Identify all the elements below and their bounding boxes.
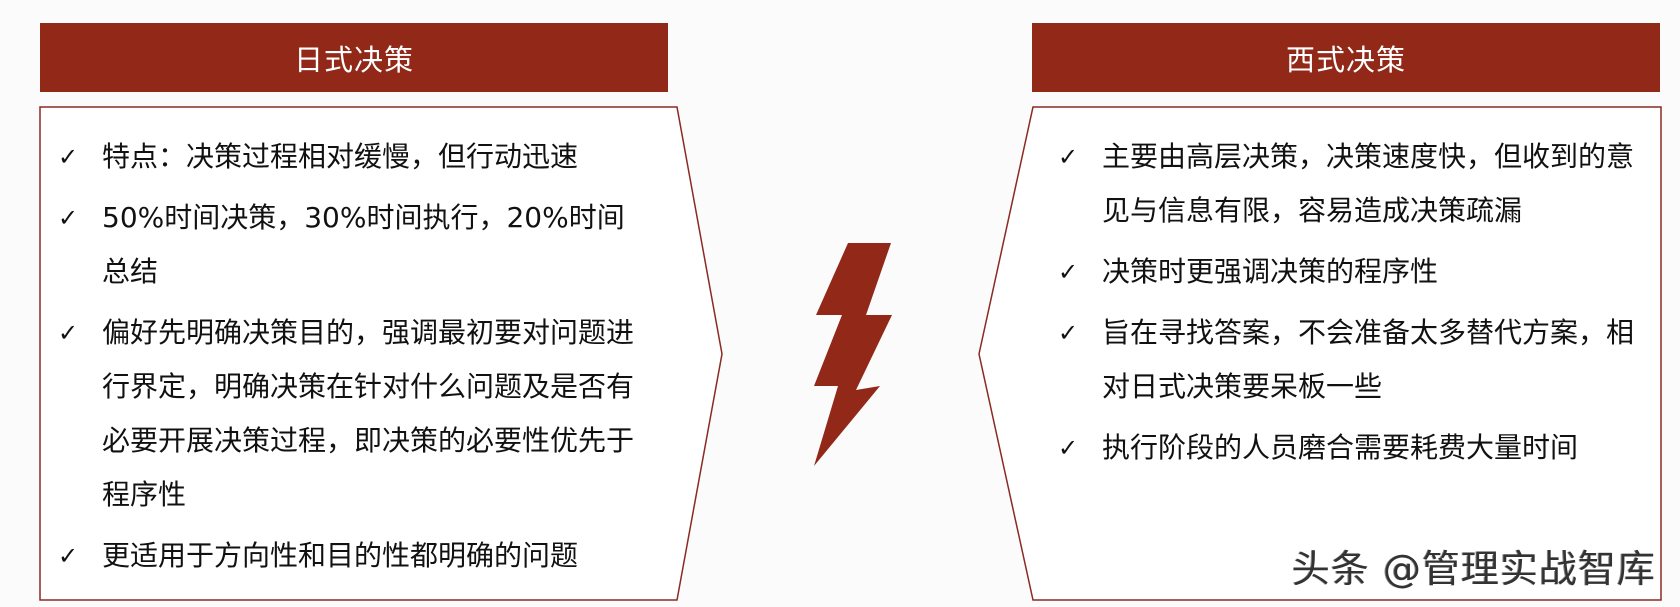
list-item-text: 决策时更强调决策的程序性 [1102, 255, 1439, 288]
checkmark-icon: ✓ [1058, 319, 1079, 347]
japanese-decision-header: 日式决策 [40, 23, 668, 92]
checkmark-icon: ✓ [1058, 434, 1079, 462]
list-item: ✓ 50%时间决策，30%时间执行，20%时间总结 [58, 191, 648, 299]
list-item-text: 特点：决策过程相对缓慢，但行动迅速 [102, 140, 579, 173]
watermark: 头条 @管理实战智库 [1291, 547, 1656, 591]
list-item-text: 更适用于方向性和目的性都明确的问题 [102, 539, 579, 572]
right-panel-outline [978, 106, 1662, 601]
list-item: ✓ 偏好先明确决策目的，强调最初要对问题进行界定，明确决策在针对什么问题及是否有… [58, 306, 648, 522]
japanese-decision-list: ✓ 特点：决策过程相对缓慢，但行动迅速 ✓ 50%时间决策，30%时间执行，20… [58, 130, 648, 590]
checkmark-icon: ✓ [58, 542, 79, 570]
checkmark-icon: ✓ [1058, 258, 1079, 286]
list-item: ✓ 特点：决策过程相对缓慢，但行动迅速 [58, 130, 648, 184]
list-item: ✓ 执行阶段的人员磨合需要耗费大量时间 [1058, 421, 1648, 475]
list-item-text: 执行阶段的人员磨合需要耗费大量时间 [1102, 431, 1579, 464]
checkmark-icon: ✓ [58, 319, 79, 347]
western-decision-title: 西式决策 [1285, 42, 1406, 77]
checkmark-icon: ✓ [1058, 143, 1079, 171]
list-item: ✓ 主要由高层决策，决策速度快，但收到的意见与信息有限，容易造成决策疏漏 [1058, 130, 1648, 238]
list-item: ✓ 旨在寻找答案，不会准备太多替代方案，相对日式决策要呆板一些 [1058, 306, 1648, 414]
list-item-text: 偏好先明确决策目的，强调最初要对问题进行界定，明确决策在针对什么问题及是否有必要… [102, 316, 635, 511]
list-item-text: 旨在寻找答案，不会准备太多替代方案，相对日式决策要呆板一些 [1102, 316, 1635, 403]
western-decision-list: ✓ 主要由高层决策，决策速度快，但收到的意见与信息有限，容易造成决策疏漏 ✓ 决… [1058, 130, 1648, 482]
list-item: ✓ 更适用于方向性和目的性都明确的问题 [58, 529, 648, 583]
lightning-bolt-icon [814, 243, 892, 466]
japanese-decision-title: 日式决策 [293, 42, 414, 77]
western-decision-header: 西式决策 [1032, 23, 1660, 92]
checkmark-icon: ✓ [58, 143, 79, 171]
list-item-text: 50%时间决策，30%时间执行，20%时间总结 [102, 201, 625, 288]
left-panel-outline [39, 106, 723, 601]
checkmark-icon: ✓ [58, 204, 79, 232]
list-item-text: 主要由高层决策，决策速度快，但收到的意见与信息有限，容易造成决策疏漏 [1102, 140, 1635, 227]
list-item: ✓ 决策时更强调决策的程序性 [1058, 245, 1648, 299]
